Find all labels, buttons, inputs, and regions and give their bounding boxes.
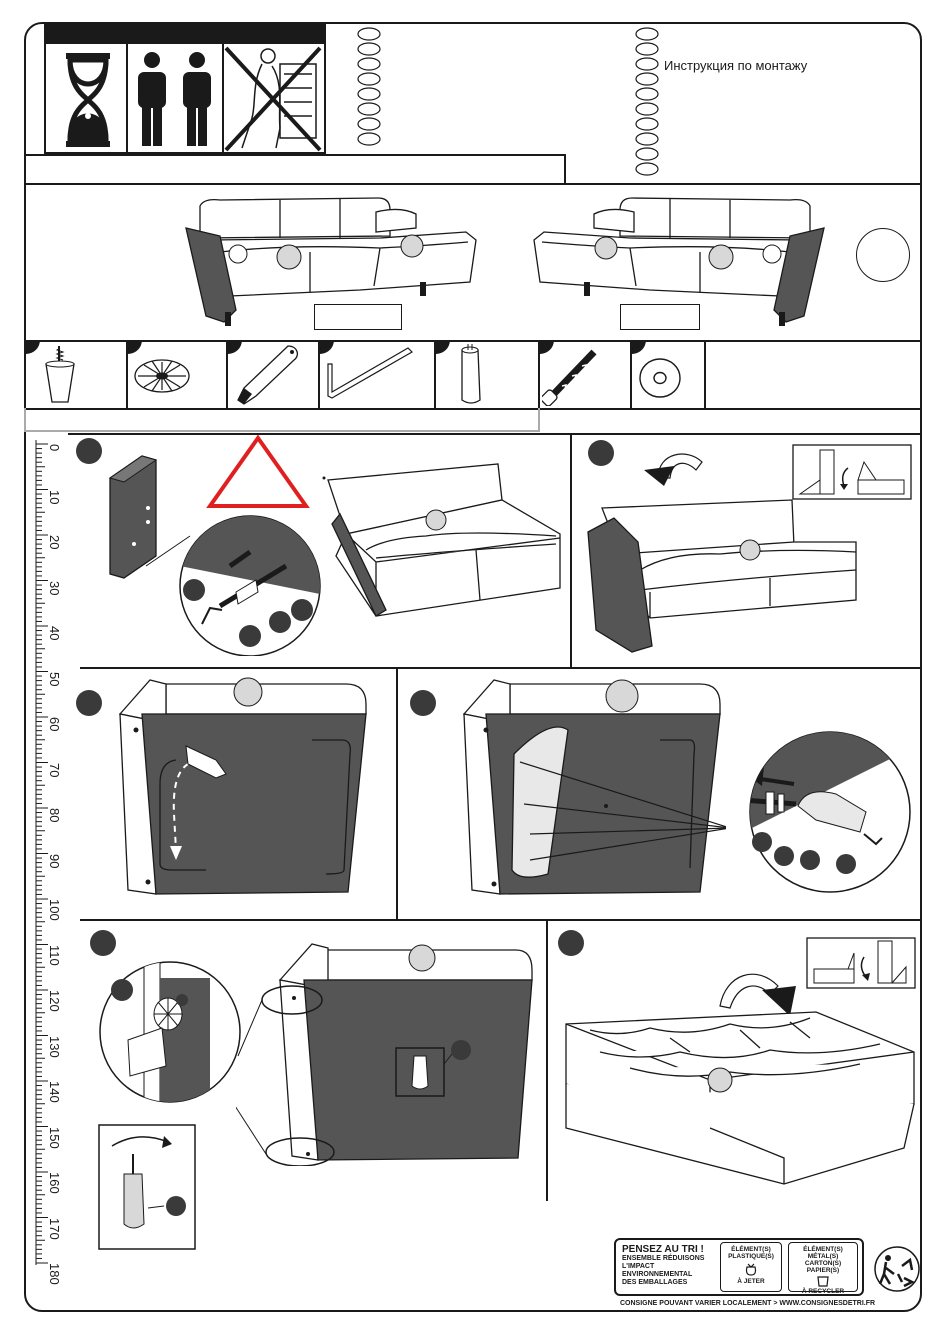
- step-2-badge: [588, 440, 614, 466]
- divider: [80, 919, 922, 921]
- recycling-subtitle-3: DES EMBALLAGES: [622, 1279, 688, 1286]
- bullet-list-right: [635, 27, 659, 176]
- ruler-label: 40: [47, 626, 62, 641]
- glide-icon: [134, 359, 190, 393]
- step-1-armrest: [108, 455, 158, 579]
- step-5-detail-circle: [99, 961, 241, 1103]
- step-2-sofa: [587, 499, 857, 653]
- trash-bag-icon: [745, 1263, 757, 1276]
- divider: [24, 340, 922, 342]
- step-1-detail-circle: [145, 515, 321, 656]
- step-3-badge: [76, 690, 102, 716]
- leg-icon: [45, 346, 75, 403]
- recycle-icon: [874, 1246, 920, 1292]
- step-4-panel: [462, 679, 726, 895]
- ruler-label: 50: [47, 671, 62, 686]
- ruler-label: 140: [47, 1081, 62, 1103]
- recycling-subtitle-2: L'IMPACT ENVIRONNEMENTAL: [622, 1263, 693, 1278]
- step-4-badge: [410, 690, 436, 716]
- recycling-info-box: PENSEZ AU TRI ! ENSEMBLE RÉDUISONS L'IMP…: [614, 1238, 864, 1296]
- variant-left-label-box: [314, 304, 402, 330]
- step-1-badge: [76, 438, 102, 464]
- ruler-label: 60: [47, 717, 62, 732]
- two-persons-icon: [138, 52, 211, 146]
- rotate-arrow-icon: [719, 973, 796, 1016]
- step-2-orientation-box: [792, 444, 912, 500]
- step-5-badge: [90, 930, 116, 956]
- bolt-icon: [542, 349, 597, 406]
- divider: [546, 919, 548, 1201]
- bullet-list-left: [357, 27, 381, 146]
- recycling-plastic-column: ÉLÉMENT(S) PLASTIQUE(S) À JETER: [720, 1242, 782, 1292]
- recycling-plastic-title: ÉLÉMENT(S) PLASTIQUE(S): [728, 1246, 774, 1260]
- divider: [24, 408, 922, 410]
- hourglass-icon: [66, 53, 110, 147]
- divider: [570, 433, 572, 667]
- cylinder-icon: [461, 344, 481, 404]
- step-6-orientation-box: [806, 937, 916, 989]
- variant-right-label-box: [620, 304, 700, 330]
- ruler-label: 80: [47, 808, 62, 823]
- rotate-arrow-icon: [644, 453, 703, 486]
- recycling-footer: CONSIGNE POUVANT VARIER LOCALEMENT > WWW…: [620, 1300, 876, 1307]
- ruler-label: 10: [47, 489, 62, 504]
- sofa-left-icon: [185, 197, 477, 326]
- wrench-icon: [237, 345, 299, 405]
- step-3-panel: [118, 677, 367, 895]
- ruler-label: 0: [47, 444, 62, 452]
- divider: [24, 154, 564, 156]
- step-6-badge: [558, 930, 584, 956]
- divider: [396, 667, 398, 919]
- ruler-label: 170: [47, 1217, 62, 1240]
- recycling-metal-action: À RECYCLER: [801, 1288, 845, 1295]
- ruler-label: 90: [47, 853, 62, 868]
- variant-circle: [856, 228, 910, 282]
- ruler-label: 110: [47, 944, 62, 966]
- part-markers: [26, 340, 646, 354]
- ruler: [35, 440, 48, 1265]
- step-5-leg-box: [98, 1124, 196, 1250]
- recycling-title: PENSEZ AU TRI !: [622, 1244, 704, 1255]
- divider: [68, 433, 922, 435]
- recycling-plastic-action: À JETER: [737, 1278, 765, 1285]
- ruler-label: 100: [47, 899, 62, 921]
- no-single-person-icon: [224, 46, 322, 152]
- divider: [80, 667, 922, 669]
- step-4-detail-circle: [749, 731, 911, 893]
- ruler-label: 120: [47, 990, 62, 1012]
- parts-row: [24, 340, 922, 410]
- washer-icon: [639, 358, 681, 398]
- ruler-label: 20: [47, 535, 62, 550]
- ruler-label: 150: [47, 1126, 62, 1149]
- ruler-label: 160: [47, 1172, 62, 1194]
- header-icons-box: [44, 24, 326, 154]
- step-5-panel: [236, 943, 533, 1166]
- divider: [24, 183, 922, 185]
- ruler-label: 130: [47, 1035, 62, 1058]
- sofa-right-icon: [533, 197, 825, 326]
- recycling-metal-title: ÉLÉMENT(S) MÉTAL(S) CARTON(S) PAPIER(S): [803, 1246, 843, 1274]
- divider: [564, 154, 566, 184]
- step-6-sofa-base: [565, 1011, 915, 1185]
- ruler-label: 70: [47, 762, 62, 777]
- step-1-sofa: [322, 463, 561, 617]
- recycle-bin-icon: [817, 1276, 829, 1287]
- recycling-subtitle-1: ENSEMBLE RÉDUISONS: [622, 1255, 705, 1262]
- allen-key-icon: [327, 347, 413, 399]
- ruler-label: 180: [47, 1263, 62, 1285]
- parts-footer-box: [24, 408, 540, 432]
- ruler-label: 30: [47, 580, 62, 595]
- warning-triangle-icon: [206, 434, 310, 508]
- recycling-metal-column: ÉLÉMENT(S) MÉTAL(S) CARTON(S) PAPIER(S) …: [788, 1242, 858, 1295]
- page-title: Инструкция по монтажу: [664, 58, 808, 73]
